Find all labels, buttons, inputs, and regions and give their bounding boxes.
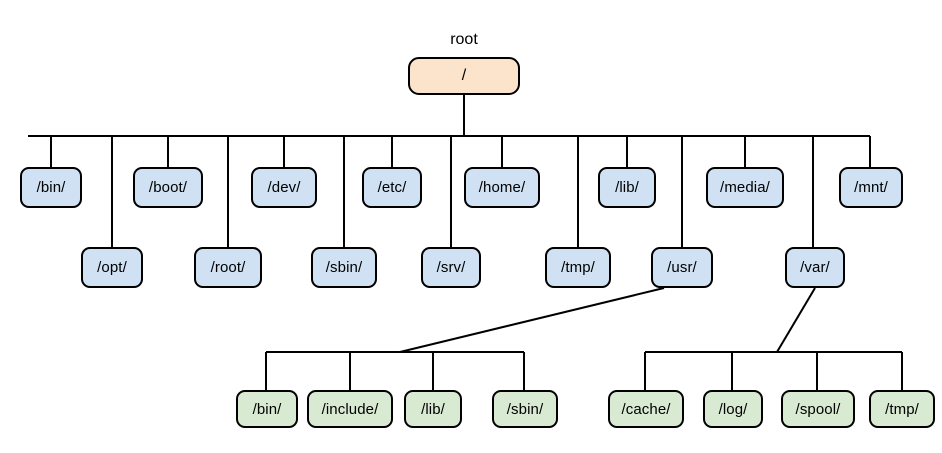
node-level2-include[interactable]: /include/ bbox=[307, 390, 393, 428]
node-level2-bin[interactable]: /bin/ bbox=[236, 390, 298, 428]
node-level1-var[interactable]: /var/ bbox=[785, 247, 845, 288]
node-level2-tmp[interactable]: /tmp/ bbox=[869, 390, 935, 428]
node-level2-log[interactable]: /log/ bbox=[703, 390, 763, 428]
node-level2-lib[interactable]: /lib/ bbox=[404, 390, 462, 428]
node-level1-mnt[interactable]: /mnt/ bbox=[839, 167, 903, 208]
node-level1-home[interactable]: /home/ bbox=[464, 167, 540, 208]
diagonal-usr bbox=[399, 287, 665, 353]
node-level1-etc[interactable]: /etc/ bbox=[362, 167, 422, 208]
node-level2-spool[interactable]: /spool/ bbox=[781, 390, 855, 428]
node-level1-tmp[interactable]: /tmp/ bbox=[545, 247, 611, 288]
node-level1-root[interactable]: /root/ bbox=[194, 247, 262, 288]
node-level1-usr[interactable]: /usr/ bbox=[651, 247, 713, 288]
node-level1-media[interactable]: /media/ bbox=[706, 167, 784, 208]
node-level1-bin[interactable]: /bin/ bbox=[20, 167, 82, 208]
diagonal-var bbox=[776, 287, 816, 353]
node-level1-sbin[interactable]: /sbin/ bbox=[311, 247, 377, 288]
node-level2-sbin[interactable]: /sbin/ bbox=[492, 390, 558, 428]
root-caption: root bbox=[450, 31, 478, 48]
node-level2-cache[interactable]: /cache/ bbox=[608, 390, 684, 428]
node-level1-opt[interactable]: /opt/ bbox=[81, 247, 143, 288]
node-level1-boot[interactable]: /boot/ bbox=[133, 167, 203, 208]
node-level1-srv[interactable]: /srv/ bbox=[421, 247, 481, 288]
node-root[interactable]: / bbox=[408, 57, 520, 95]
node-level1-lib[interactable]: /lib/ bbox=[598, 167, 656, 208]
node-level1-dev[interactable]: /dev/ bbox=[251, 167, 317, 208]
